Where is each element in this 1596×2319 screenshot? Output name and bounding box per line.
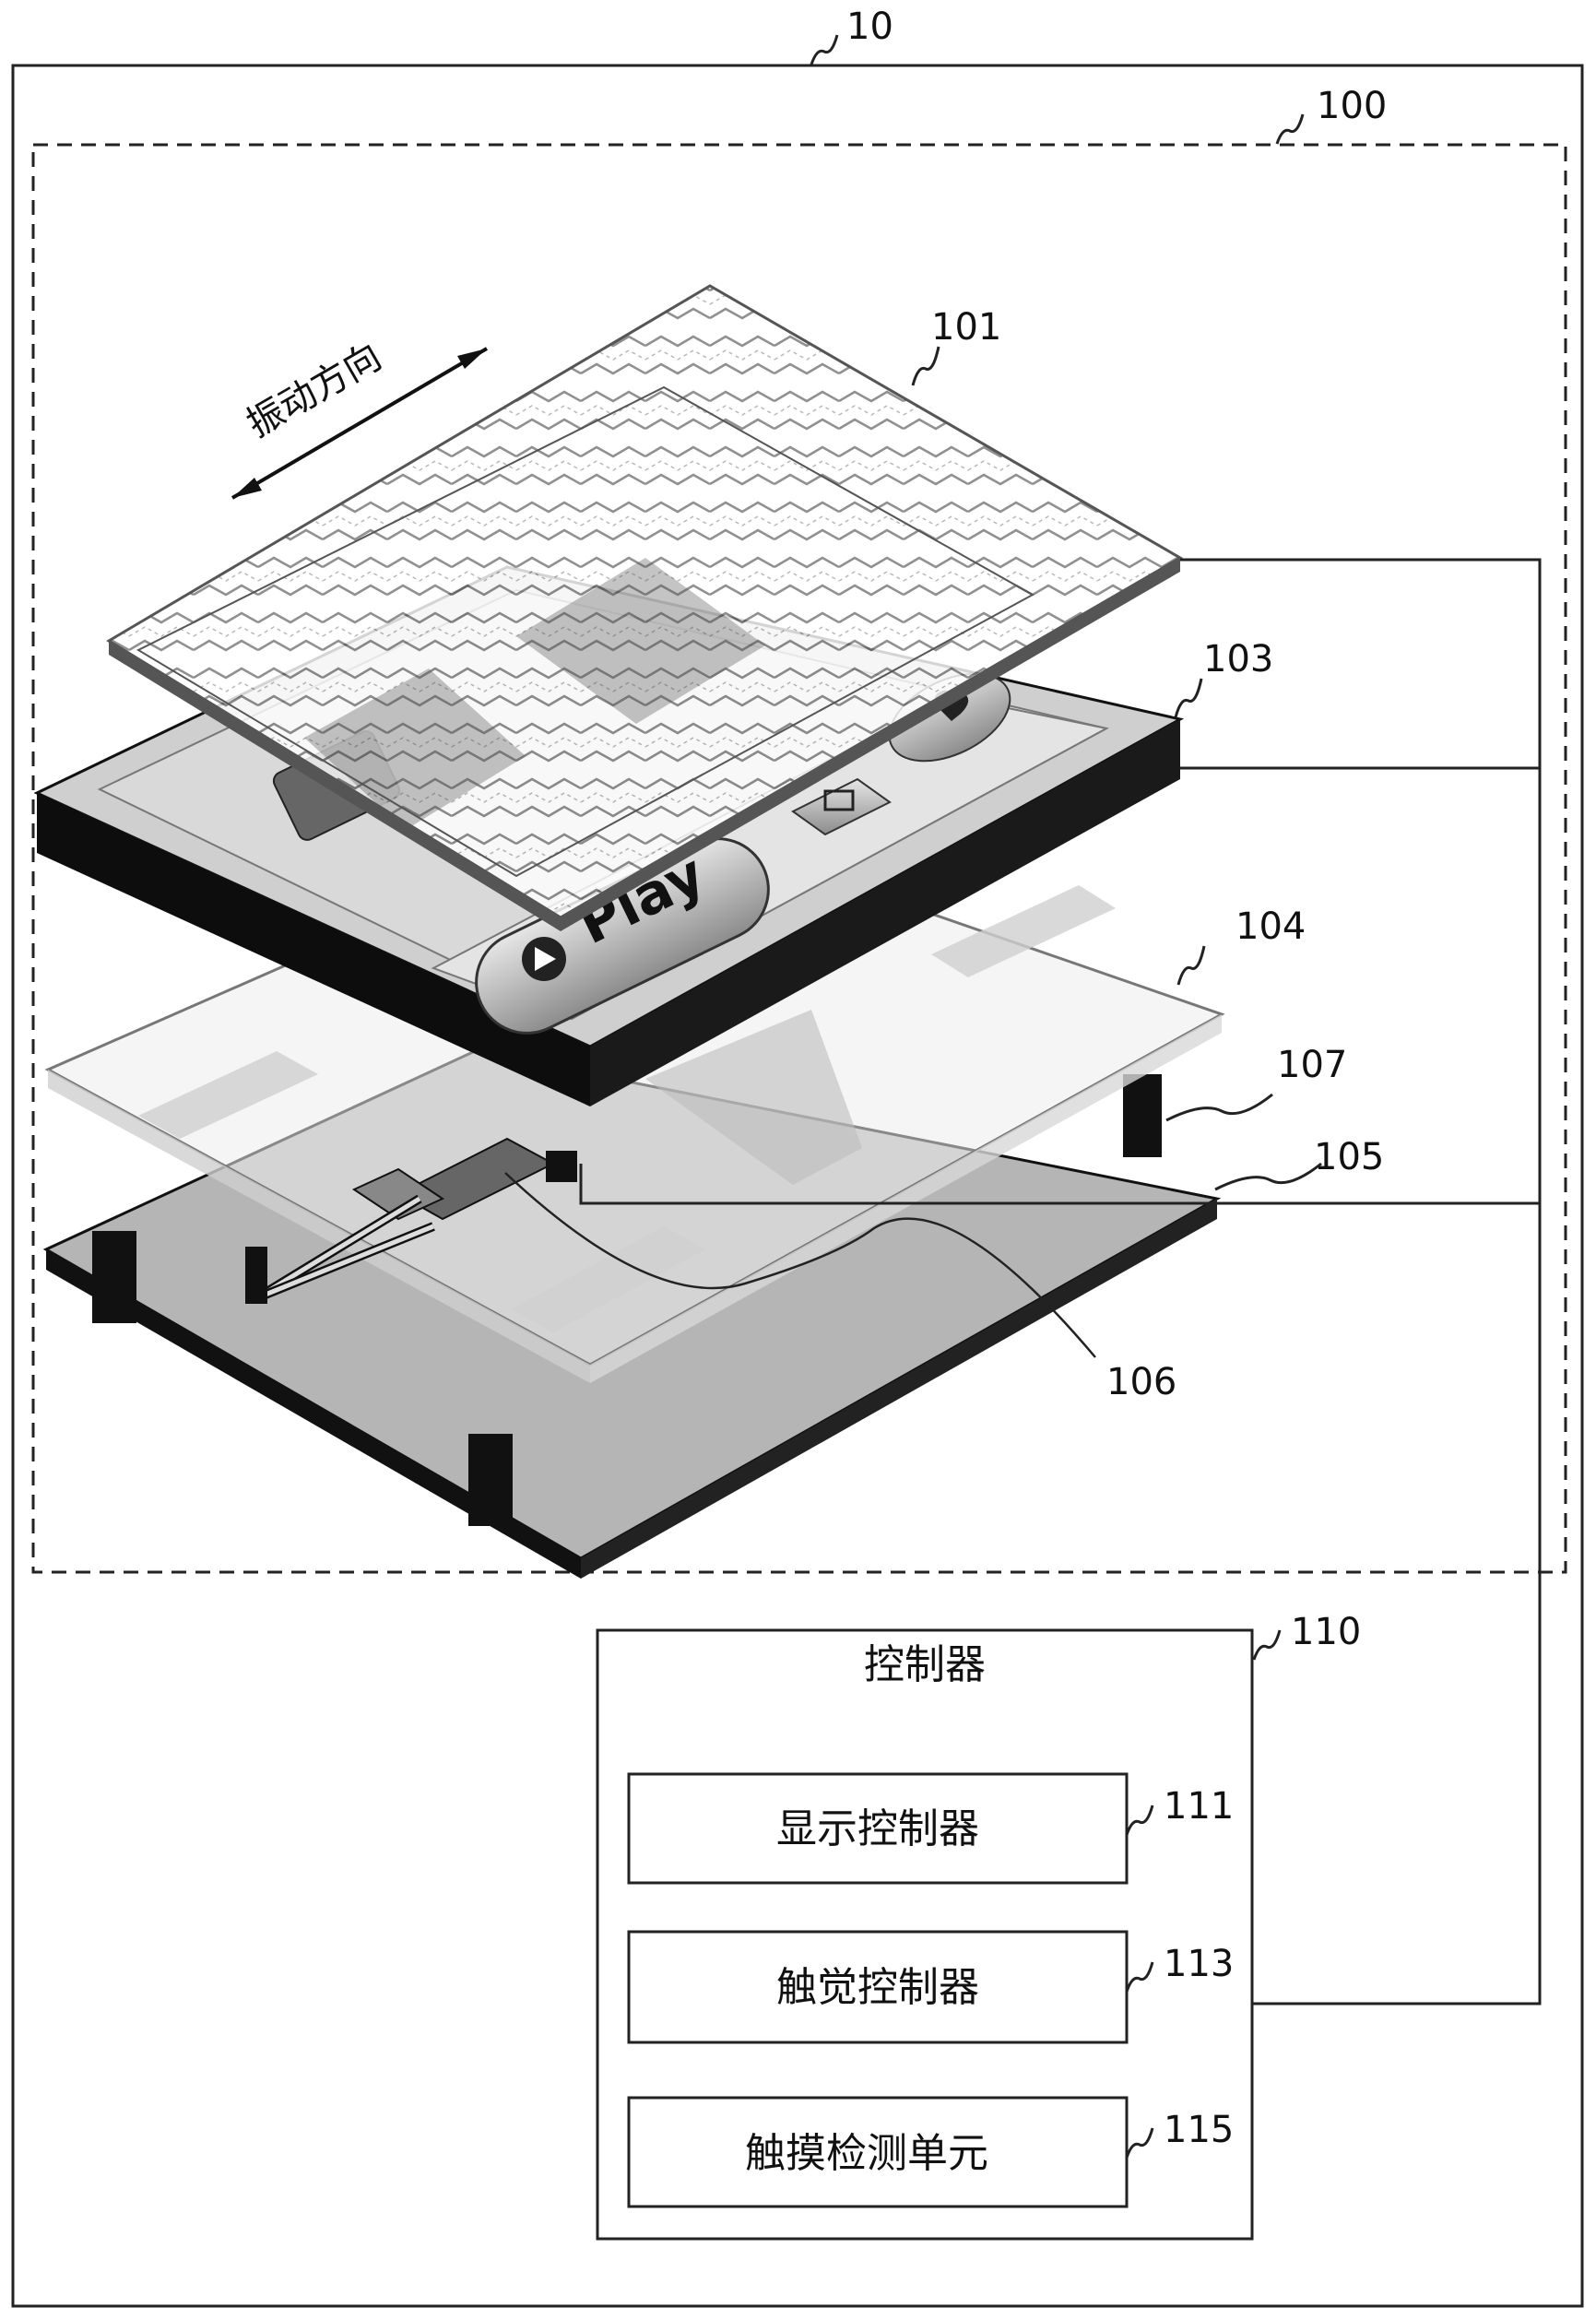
ref-touch-detection: 115 <box>1164 2109 1234 2151</box>
ref-display-controller: 111 <box>1164 1785 1234 1828</box>
ref-layer-top: 101 <box>931 306 1001 349</box>
base-plate-leader <box>1214 1162 1322 1191</box>
vibration-arrow <box>231 347 489 500</box>
ref-post: 107 <box>1277 1044 1347 1086</box>
top-electrode-layer <box>106 284 1183 931</box>
display-controller-label: 显示控制器 <box>776 1805 979 1852</box>
arrow-head-left-icon <box>232 478 262 498</box>
actuator-connection-line <box>579 1164 1540 1205</box>
arrow-head-right-icon <box>457 349 487 369</box>
display-controller-leader <box>1125 1804 1154 1836</box>
actuator <box>245 1137 577 1304</box>
layer-bars-leader <box>1176 945 1206 986</box>
ref-base-plate: 105 <box>1314 1136 1384 1178</box>
screen-icon <box>823 789 855 811</box>
ref-layer-display: 103 <box>1203 638 1273 680</box>
controller-title: 控制器 <box>864 1641 986 1688</box>
post <box>92 1074 1162 1526</box>
ref-haptic-controller: 113 <box>1164 1943 1234 1985</box>
touch-detection-box <box>627 2096 1129 2208</box>
haptic-controller-leader <box>1125 1961 1154 1993</box>
module-frame <box>31 143 1567 1574</box>
play-icon <box>535 947 556 971</box>
ref-device: 10 <box>846 6 893 48</box>
haptic-controller-label: 触觉控制器 <box>776 1964 979 2011</box>
ref-layer-bars: 104 <box>1235 905 1306 948</box>
screen-button[interactable] <box>791 777 892 836</box>
bus-line <box>1180 558 1542 2005</box>
device-frame <box>11 64 1584 2308</box>
vibration-direction-label: 振动方向 <box>240 336 389 446</box>
layer-display-leader <box>1174 678 1203 718</box>
display-controller-box <box>627 1772 1129 1885</box>
ref-controller: 110 <box>1291 1611 1361 1653</box>
touch-detection-leader <box>1125 2127 1154 2159</box>
module-leader <box>1275 113 1305 145</box>
controller-leader <box>1252 1629 1282 1661</box>
ref-actuator: 106 <box>1106 1361 1176 1403</box>
layer-top-leader <box>911 346 940 386</box>
touch-detection-label: 触摸检测单元 <box>745 2130 988 2177</box>
device-leader <box>810 34 839 65</box>
post-leader <box>1165 1093 1273 1122</box>
actuator-leader <box>504 1172 1096 1358</box>
ref-module: 100 <box>1317 85 1387 127</box>
haptic-controller-box <box>627 1930 1129 2044</box>
